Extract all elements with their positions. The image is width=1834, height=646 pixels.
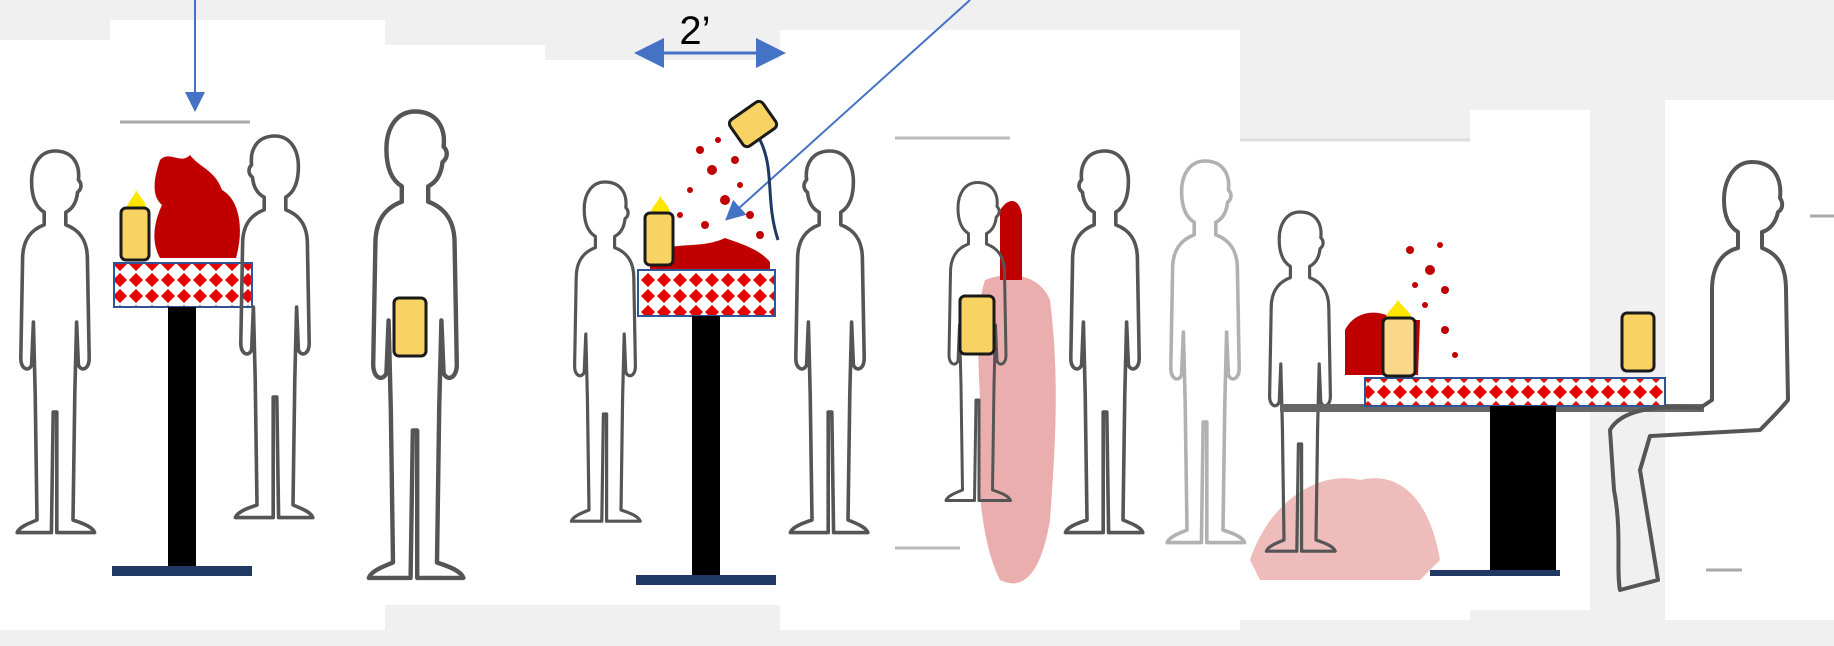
phone-icon xyxy=(1381,316,1417,378)
dimension-label: 2’ xyxy=(679,9,710,53)
person-icon xyxy=(1608,160,1790,592)
table-top xyxy=(113,262,253,308)
scene-4 xyxy=(1240,138,1790,592)
table-stem xyxy=(1490,406,1556,574)
phone-icon xyxy=(392,296,428,358)
table-base xyxy=(112,566,252,576)
table-base xyxy=(1430,570,1560,576)
table-top xyxy=(1364,377,1666,407)
phone-icon xyxy=(643,211,675,267)
scene-1 xyxy=(17,0,463,578)
splatter-icon xyxy=(650,132,770,270)
table-base xyxy=(636,575,776,585)
splatter-icon xyxy=(154,155,240,258)
phone-icon xyxy=(727,99,779,149)
table-stem xyxy=(692,316,720,576)
flame-icon xyxy=(650,196,670,215)
flame-icon xyxy=(1385,300,1412,320)
phone-icon xyxy=(1620,311,1656,373)
flame-icon xyxy=(126,190,146,210)
scene-3 xyxy=(895,136,1245,584)
table-top xyxy=(637,269,776,317)
phone-icon xyxy=(119,206,151,262)
phone-icon xyxy=(958,294,996,356)
motion-line xyxy=(758,139,780,241)
background-panels xyxy=(0,20,1834,630)
table-stem xyxy=(168,307,196,569)
scene-2: 2’ xyxy=(571,0,971,585)
splatter-icon xyxy=(1000,200,1022,280)
